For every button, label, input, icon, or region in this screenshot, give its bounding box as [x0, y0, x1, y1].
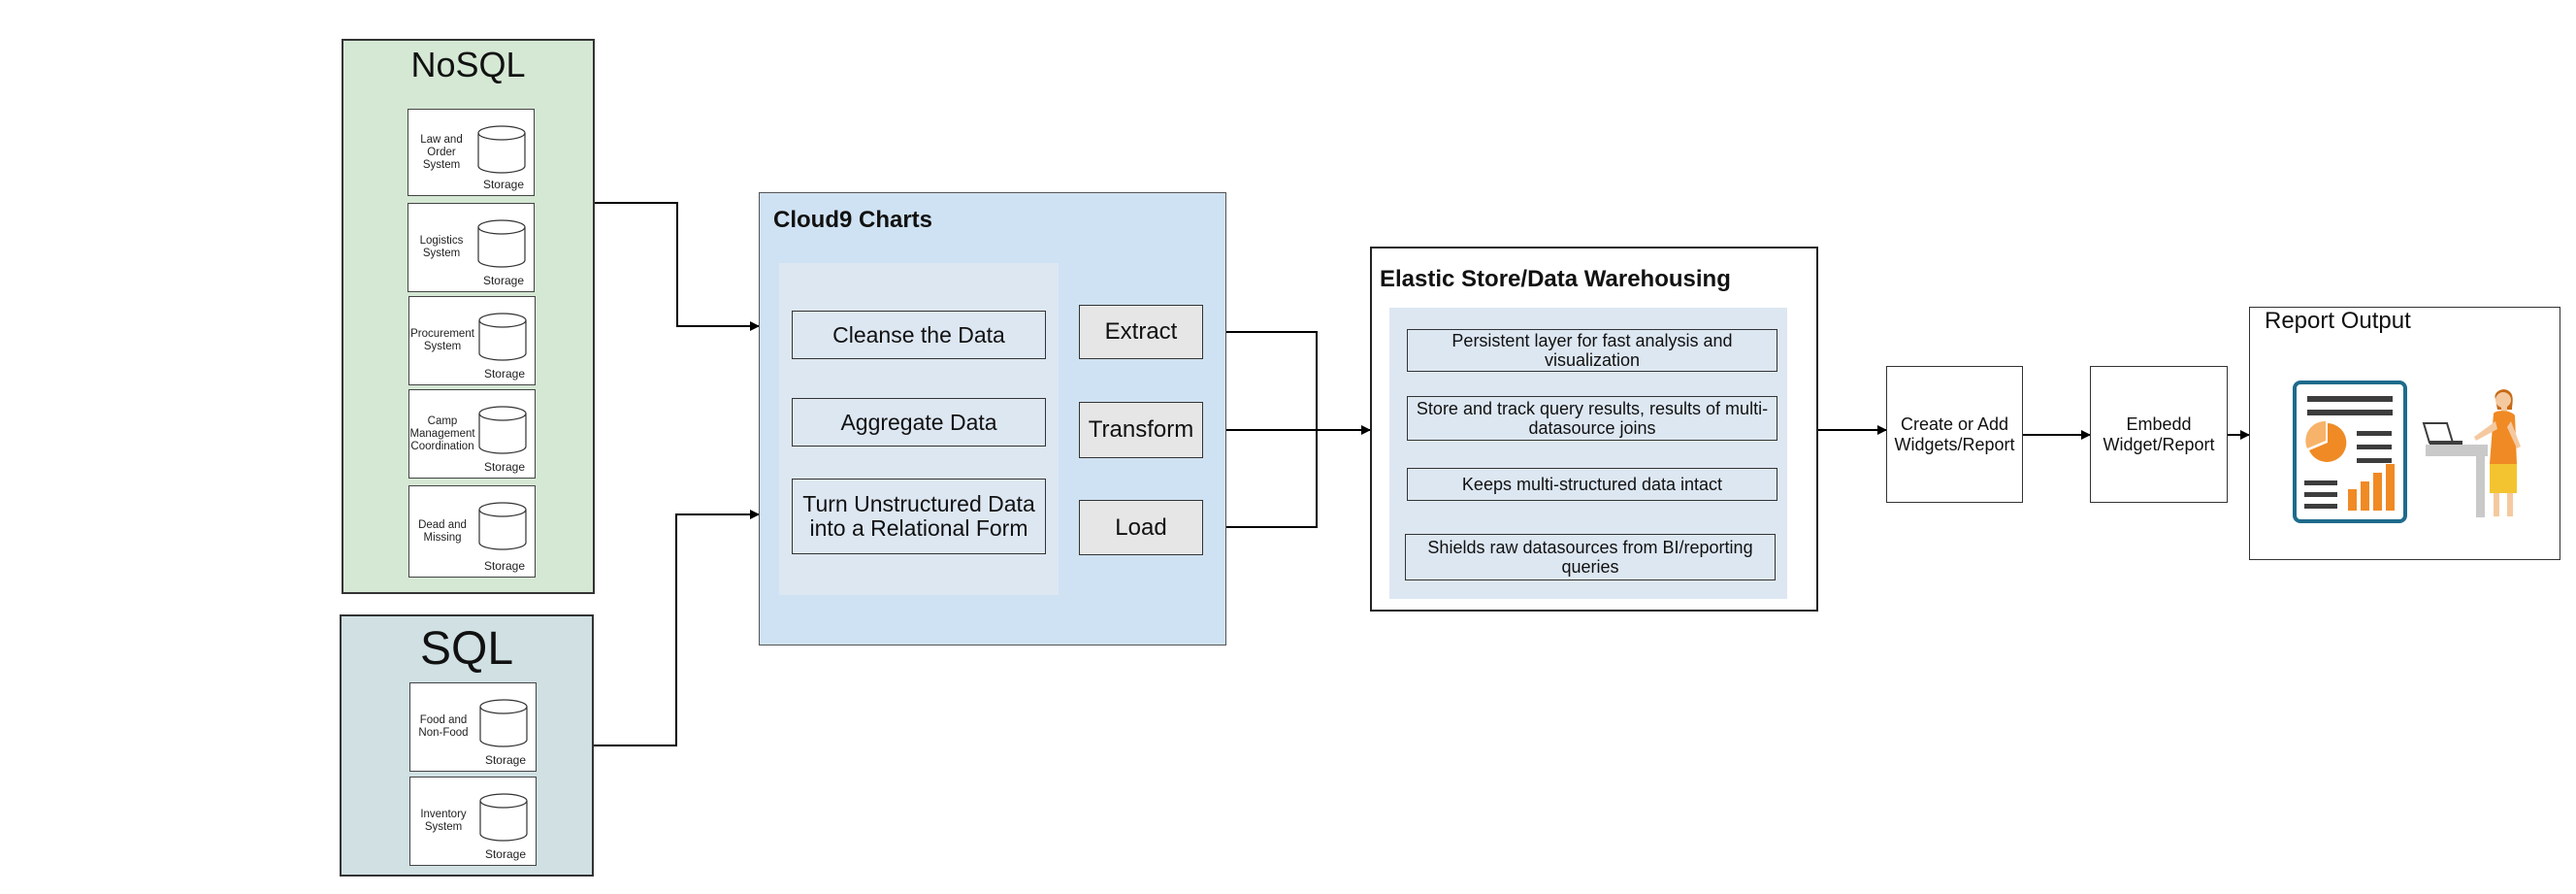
- task-aggregate-data: Aggregate Data: [792, 398, 1046, 447]
- storage-label: Dead and Missing: [418, 518, 467, 544]
- person-laptop-icon: [2422, 389, 2521, 517]
- elastic-store-title: Elastic Store/Data Warehousing: [1380, 266, 1731, 292]
- etl-transform: Transform: [1079, 402, 1203, 458]
- storage-label: Food and Non-Food: [418, 714, 469, 739]
- storage-dead-and-missing: Dead and Missing Storage: [408, 485, 536, 578]
- sql-title: SQL: [419, 623, 514, 675]
- cloud9-title: Cloud9 Charts: [773, 207, 933, 233]
- report-document-icon: [2293, 381, 2407, 523]
- storage-caption: Storage: [482, 178, 524, 191]
- storage-inventory: Inventory System Storage: [409, 777, 537, 866]
- storage-logistics: Logistics System Storage: [408, 203, 535, 292]
- connector-load-to-elastic: [1203, 430, 1318, 528]
- storage-label: Procurement System: [410, 328, 474, 352]
- storage-procurement: Procurement System Storage: [408, 296, 536, 385]
- storage-camp-management: Camp Management Coordination Storage: [408, 389, 536, 479]
- elastic-item-persistent-layer: Persistent layer for fast analysis and v…: [1407, 329, 1777, 372]
- storage-label: Inventory System: [420, 809, 467, 833]
- database-icon: [478, 313, 527, 361]
- storage-caption: Storage: [483, 367, 525, 381]
- database-icon: [477, 125, 526, 174]
- database-icon: [479, 793, 528, 842]
- storage-caption: Storage: [484, 847, 526, 861]
- storage-label: Logistics System: [419, 235, 464, 259]
- task-turn-unstructured: Turn Unstructured Data into a Relational…: [792, 479, 1046, 554]
- database-icon: [478, 406, 527, 454]
- storage-caption: Storage: [484, 753, 526, 767]
- connector-sql-to-cloud9: [594, 510, 760, 746]
- elastic-item-keeps-data-intact: Keeps multi-structured data intact: [1407, 468, 1777, 501]
- storage-label: Law and Order System: [420, 133, 463, 171]
- elastic-item-store-query-results: Store and track query results, results o…: [1407, 396, 1777, 441]
- storage-food-and-non-food: Food and Non-Food Storage: [409, 682, 537, 772]
- storage-caption: Storage: [482, 274, 524, 287]
- task-cleanse-data: Cleanse the Data: [792, 311, 1046, 359]
- embed-widget-report-box: Embedd Widget/Report: [2090, 366, 2228, 503]
- database-icon: [479, 699, 528, 747]
- database-icon: [478, 502, 527, 550]
- etl-load: Load: [1079, 500, 1203, 555]
- etl-extract: Extract: [1079, 305, 1203, 359]
- database-icon: [477, 219, 526, 268]
- create-widgets-report-box: Create or Add Widgets/Report: [1886, 366, 2023, 503]
- storage-label: Camp Management Coordination: [409, 414, 475, 452]
- elastic-item-shields-datasources: Shields raw datasources from BI/reportin…: [1405, 534, 1776, 580]
- connector-nosql-to-cloud9: [595, 202, 760, 331]
- storage-law-and-order: Law and Order System Storage: [408, 109, 535, 196]
- nosql-title: NoSQL: [410, 45, 526, 84]
- connector-extract-to-elastic: [1203, 331, 1318, 430]
- storage-caption: Storage: [483, 460, 525, 474]
- storage-caption: Storage: [483, 559, 525, 573]
- report-output-title: Report Output: [2265, 308, 2411, 334]
